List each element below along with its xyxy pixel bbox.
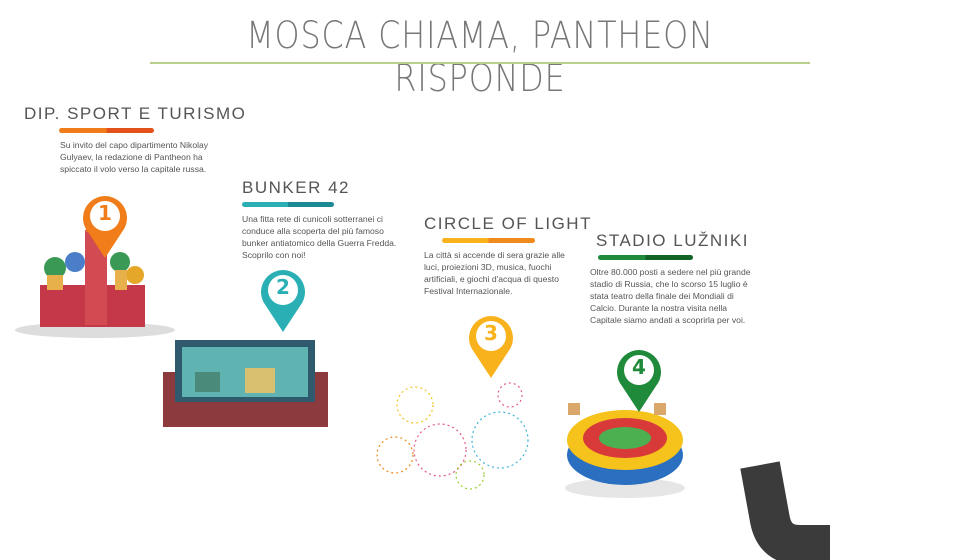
section-heading: CIRCLE OF LIGHT (424, 214, 592, 233)
section-sport-turismo: DIP. SPORT E TURISMO Su invito del capo … (24, 104, 247, 175)
section-text: Oltre 80.000 posti a sedere nel più gran… (590, 267, 751, 325)
location-pin-3-icon[interactable] (466, 312, 516, 380)
section-underline (242, 202, 334, 207)
section-text: Su invito del capo dipartimento Nikolay … (60, 140, 209, 174)
section-heading: STADIO LUŽNIKI (596, 231, 749, 250)
location-pin-1-icon[interactable] (80, 192, 130, 260)
section-stadio-luzniki: STADIO LUŽNIKI Oltre 80.000 posti a sede… (590, 231, 766, 326)
title-underline (150, 62, 810, 64)
section-underline (598, 255, 693, 260)
section-bunker-42: BUNKER 42 Una fitta rete di cunicoli sot… (242, 178, 412, 261)
location-pin-4-icon[interactable] (614, 346, 664, 414)
section-underline (59, 128, 154, 133)
section-text: La città si accende di sera grazie alle … (424, 250, 565, 296)
pin-number-2: 2 (276, 275, 290, 299)
section-circle-of-light: CIRCLE OF LIGHT La città si accende di s… (424, 214, 592, 297)
bunker-illustration (163, 340, 328, 427)
section-text: Una fitta rete di cunicoli sotterranei c… (242, 214, 397, 260)
pin-number-4: 4 (632, 355, 646, 379)
stadium-illustration (565, 403, 685, 498)
section-heading: DIP. SPORT E TURISMO (24, 104, 247, 123)
location-pin-2-icon[interactable] (258, 266, 308, 334)
fireworks-illustration (376, 382, 529, 490)
section-underline (442, 238, 535, 243)
page-title: MOSCA CHIAMA, PANTHEON RISPONDE (246, 14, 714, 100)
section-heading: BUNKER 42 (242, 178, 350, 197)
pin-number-1: 1 (98, 201, 112, 225)
pin-number-3: 3 (484, 321, 498, 345)
kremlin-illustration (15, 210, 175, 338)
